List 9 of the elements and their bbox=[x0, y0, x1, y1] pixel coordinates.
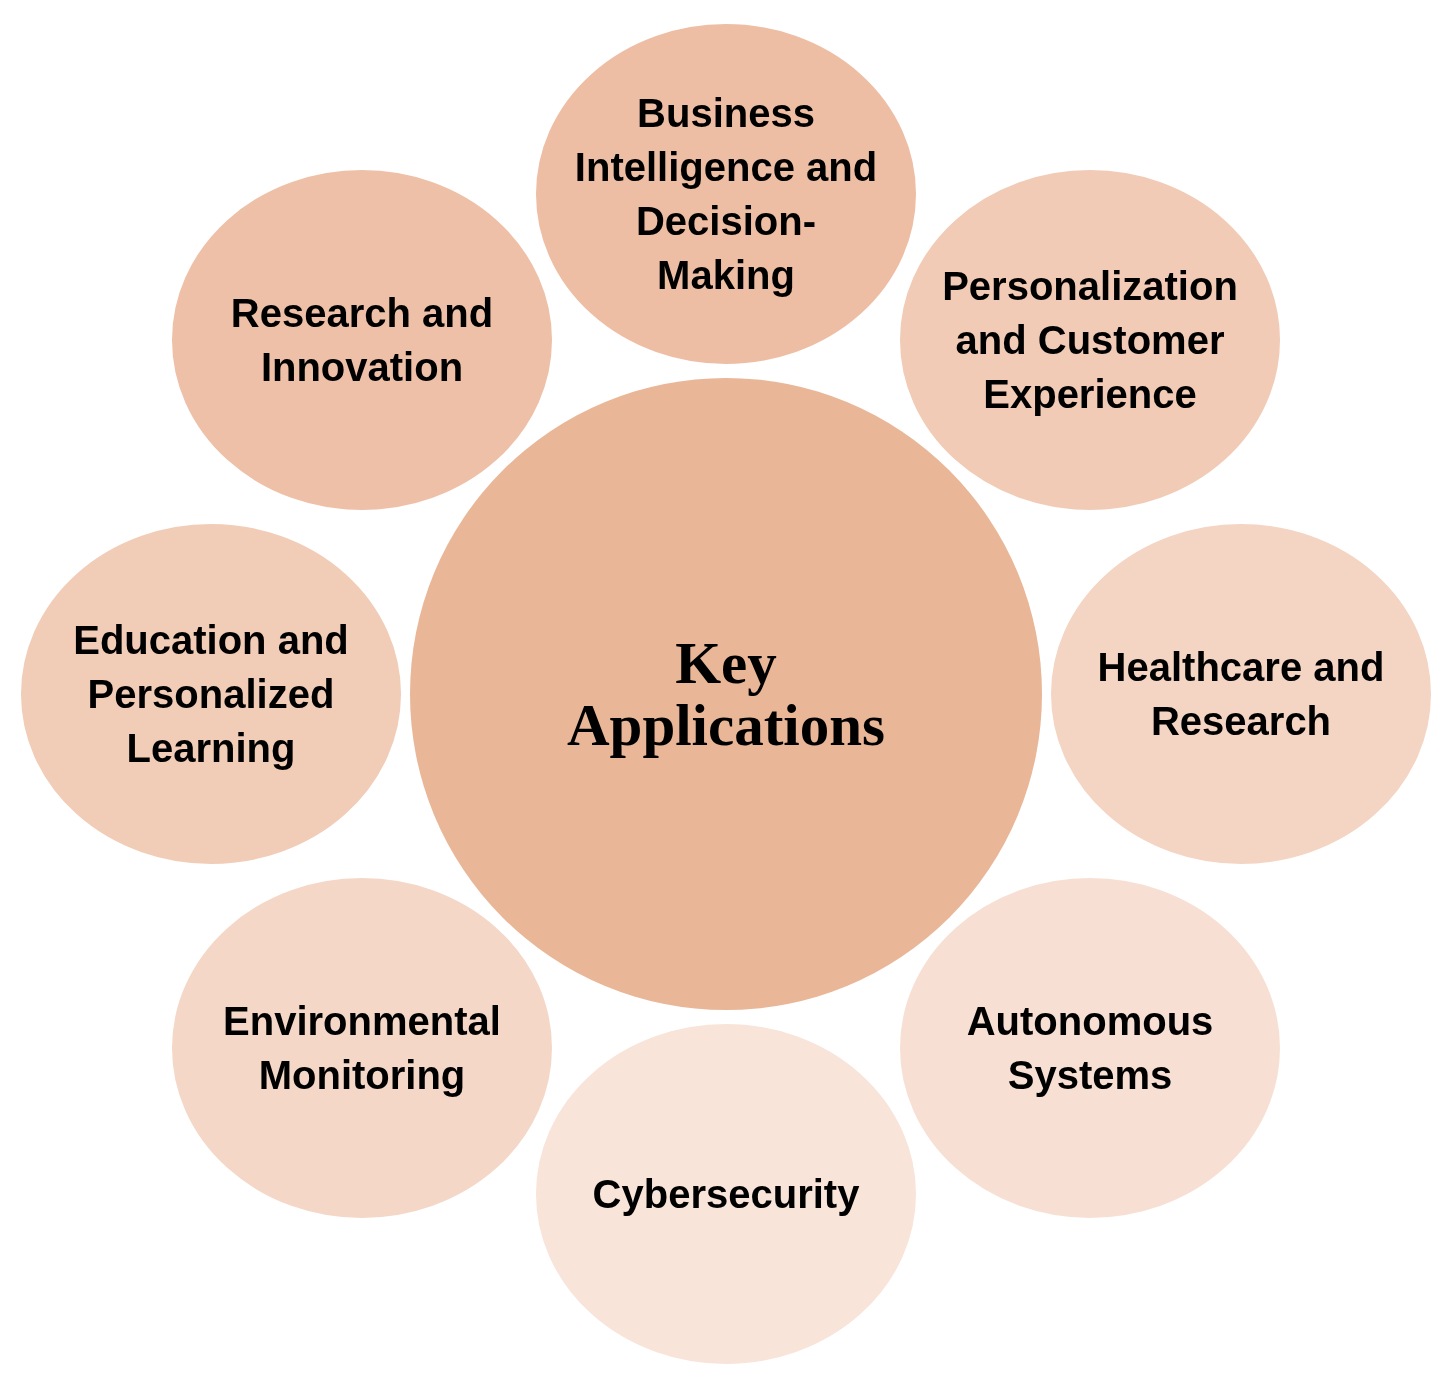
node-label: Research and Innovation bbox=[230, 290, 494, 391]
node-label: Autonomous Systems bbox=[966, 998, 1214, 1099]
node-label: Education and Personalized Learning bbox=[72, 617, 350, 772]
node-label: Business Intelligence and Decision-Making bbox=[574, 90, 878, 299]
node-label: Environmental Monitoring bbox=[222, 998, 502, 1099]
node-label: Cybersecurity bbox=[592, 1171, 860, 1218]
node-label: Healthcare and Research bbox=[1097, 644, 1385, 745]
node-label: Personalization and Customer Experience bbox=[941, 263, 1239, 418]
node-label: Key Applications bbox=[566, 632, 886, 756]
